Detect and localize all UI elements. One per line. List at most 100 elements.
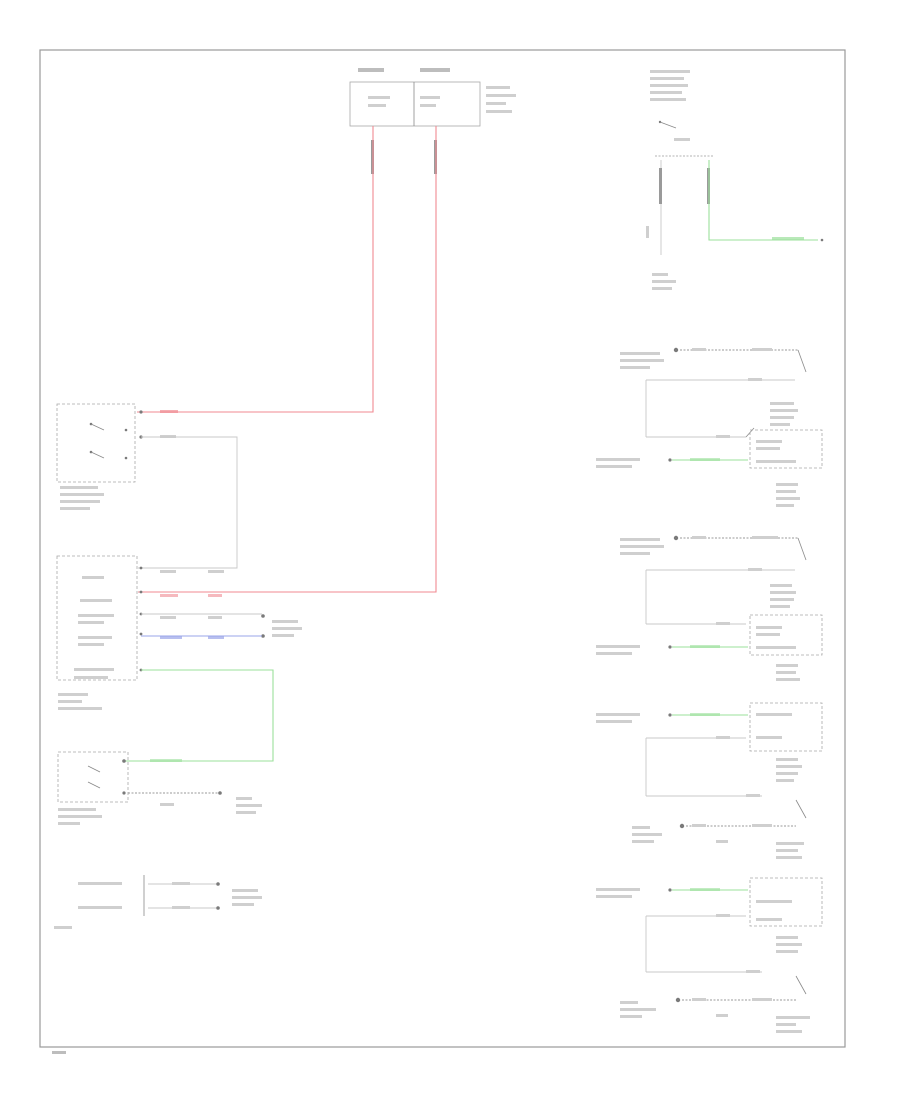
switch-box (749, 877, 823, 927)
fuse-label-left (358, 68, 384, 72)
ground-label (620, 1015, 642, 1018)
switch-label (60, 507, 90, 510)
red-wire-body-control-module (138, 126, 437, 593)
switch-label (776, 671, 796, 674)
switch-label (776, 1016, 810, 1019)
wire-label (772, 237, 804, 240)
connector-label (596, 458, 640, 461)
green-wire-bcm-to-sensor (125, 669, 274, 762)
ground-label (620, 545, 664, 548)
ground-label (652, 280, 676, 283)
page-tag (52, 1051, 66, 1054)
wire-label (160, 803, 174, 806)
connector-name (54, 926, 72, 929)
switch-label (770, 409, 798, 412)
fuse-block-name (486, 86, 510, 89)
switch-label (776, 483, 798, 486)
module-label (58, 700, 82, 703)
switch-label (650, 70, 690, 73)
wire-label (160, 636, 182, 639)
pin-label (78, 621, 104, 624)
gray-wire-switch-to-bcm (138, 436, 238, 569)
ground-label (272, 620, 298, 623)
left-rear-door-switch (596, 535, 823, 681)
ground-label (620, 1008, 656, 1011)
switch-label (60, 486, 98, 489)
wire-label (160, 594, 178, 597)
ground-label (272, 627, 302, 630)
fuse-text (368, 104, 386, 107)
switch-label (650, 84, 688, 87)
sensor-switch (57, 751, 262, 825)
body-control-module (56, 555, 302, 710)
switch-label (60, 493, 104, 496)
wire-label (172, 906, 190, 909)
switch-box (56, 403, 136, 483)
wire-marker (659, 168, 662, 204)
switch-label (776, 950, 798, 953)
connector-label (596, 465, 632, 468)
switch-label (776, 1023, 796, 1026)
ground-label (236, 797, 252, 800)
switch-box (749, 429, 823, 469)
module-label (58, 693, 88, 696)
wire-label (172, 882, 190, 885)
ground-label (620, 1001, 638, 1004)
sensor-label (58, 808, 96, 811)
wire-label (208, 616, 222, 619)
ground-label (620, 366, 650, 369)
switch-label (776, 936, 798, 939)
switch-box (749, 614, 823, 656)
fuse-block-name (486, 110, 512, 113)
wire-label (160, 410, 178, 413)
pin-label (80, 599, 112, 602)
ground-label (632, 826, 650, 829)
ground-label (652, 287, 672, 290)
pin-label (74, 676, 108, 679)
switch-label (776, 504, 794, 507)
ground-label (632, 840, 654, 843)
wire-label (160, 616, 176, 619)
pin-label (78, 614, 114, 617)
switch-box (749, 702, 823, 752)
switch-label (776, 1030, 802, 1033)
switch-label (776, 943, 802, 946)
ground-label (620, 552, 650, 555)
wire-label (646, 226, 649, 238)
switch-label (770, 598, 794, 601)
diagram-frame (39, 49, 846, 1048)
wire-label (160, 570, 176, 573)
wire-label (208, 570, 224, 573)
wire-label (150, 759, 182, 762)
pin-label (78, 643, 104, 646)
pin-label (74, 668, 114, 671)
pin-label (82, 576, 104, 579)
ground-label (232, 896, 262, 899)
switch-label (770, 605, 790, 608)
green-wire-top-right (708, 160, 818, 241)
module-label (58, 707, 102, 710)
switch-label (776, 490, 796, 493)
fuse-label-right (420, 68, 450, 72)
ground-label (272, 634, 294, 637)
switch-label (770, 591, 796, 594)
connector-label (596, 713, 640, 716)
switch-label (770, 402, 794, 405)
pin-label (78, 636, 112, 639)
switch-label (776, 779, 794, 782)
bottom-left-connector (54, 875, 262, 929)
ground-label (652, 273, 668, 276)
connector-label (596, 720, 632, 723)
driver-window-switch (56, 403, 178, 510)
switch-label (776, 765, 802, 768)
switch-label (776, 842, 804, 845)
ground-label (620, 352, 660, 355)
right-rear-door-switch (596, 347, 823, 507)
ground-label (620, 538, 660, 541)
sensor-label (58, 822, 80, 825)
wire-label (208, 636, 224, 639)
switch-label (674, 138, 690, 141)
switch-label (770, 423, 790, 426)
red-wire-mirror-switch (137, 126, 374, 413)
connector-label (78, 882, 122, 885)
